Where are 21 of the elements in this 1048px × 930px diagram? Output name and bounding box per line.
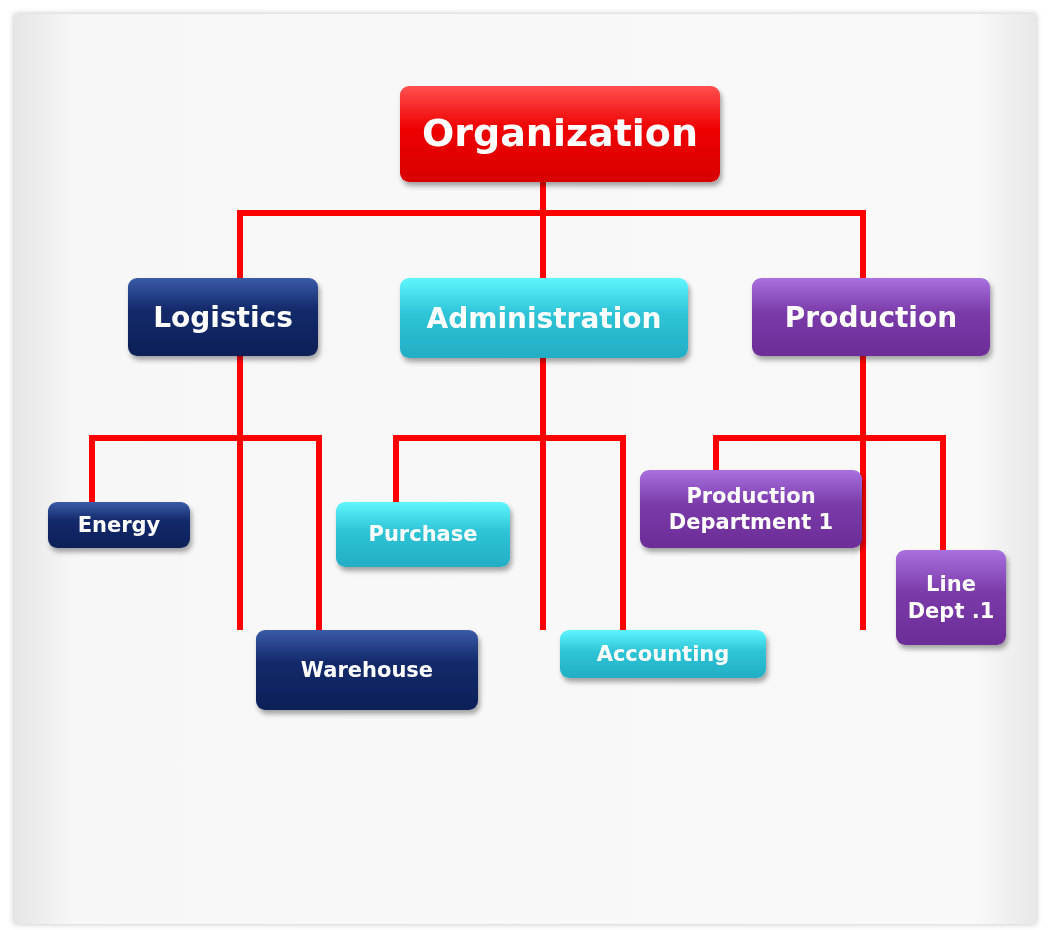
org-box <box>336 502 510 567</box>
box-label: Administration <box>426 300 662 336</box>
box-label: Purchase <box>368 521 478 548</box>
org-box <box>400 278 688 358</box>
box-label: Accounting <box>596 640 730 668</box>
org-box <box>896 550 1006 645</box>
box-label: Line Dept .1 <box>906 571 996 624</box>
box-label: Logistics <box>153 299 293 335</box>
org-box <box>128 278 318 356</box>
org-box <box>560 630 766 678</box>
org-box <box>752 278 990 356</box>
org-box <box>256 630 478 710</box>
box-label: Warehouse <box>300 656 434 684</box>
box-label: Energy <box>77 511 161 539</box>
box-label: Organization <box>421 110 699 158</box>
org-box <box>640 470 862 548</box>
box-label: Production <box>784 299 958 335</box>
org-box <box>48 502 190 548</box>
box-label: Production Department 1 <box>667 482 835 536</box>
connector-line <box>540 182 866 278</box>
org-box <box>400 86 720 182</box>
